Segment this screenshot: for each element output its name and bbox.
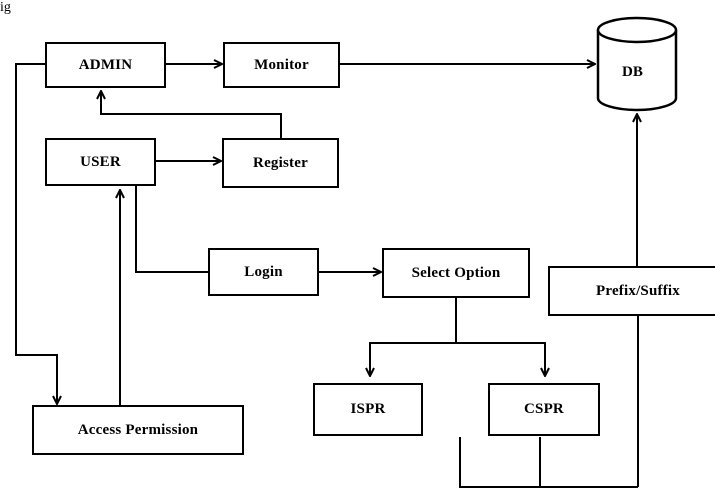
edge-select-option-to-ispr	[370, 342, 456, 375]
edge-user-to-login	[135, 185, 210, 273]
db-cylinder	[596, 16, 678, 112]
login-node: Login	[208, 248, 319, 296]
monitor-node: Monitor	[223, 42, 340, 88]
figure-caption-fragment: ig	[0, 0, 11, 15]
edge-select-option-to-cspr	[456, 342, 545, 375]
db-label: DB	[622, 64, 643, 80]
user-node: USER	[45, 138, 156, 186]
ispr-node: ISPR	[313, 383, 423, 436]
access-permission-node: Access Permission	[32, 405, 244, 455]
register-node: Register	[222, 138, 339, 188]
edge-register-to-admin	[101, 92, 282, 138]
cspr-node: CSPR	[488, 383, 600, 436]
edge-admin-to-access-permission	[15, 63, 57, 403]
select-option-node: Select Option	[382, 248, 530, 298]
admin-node: ADMIN	[45, 42, 166, 88]
prefix-suffix-node: Prefix/Suffix	[548, 266, 715, 316]
edge-ispr-to-merge	[459, 437, 638, 488]
